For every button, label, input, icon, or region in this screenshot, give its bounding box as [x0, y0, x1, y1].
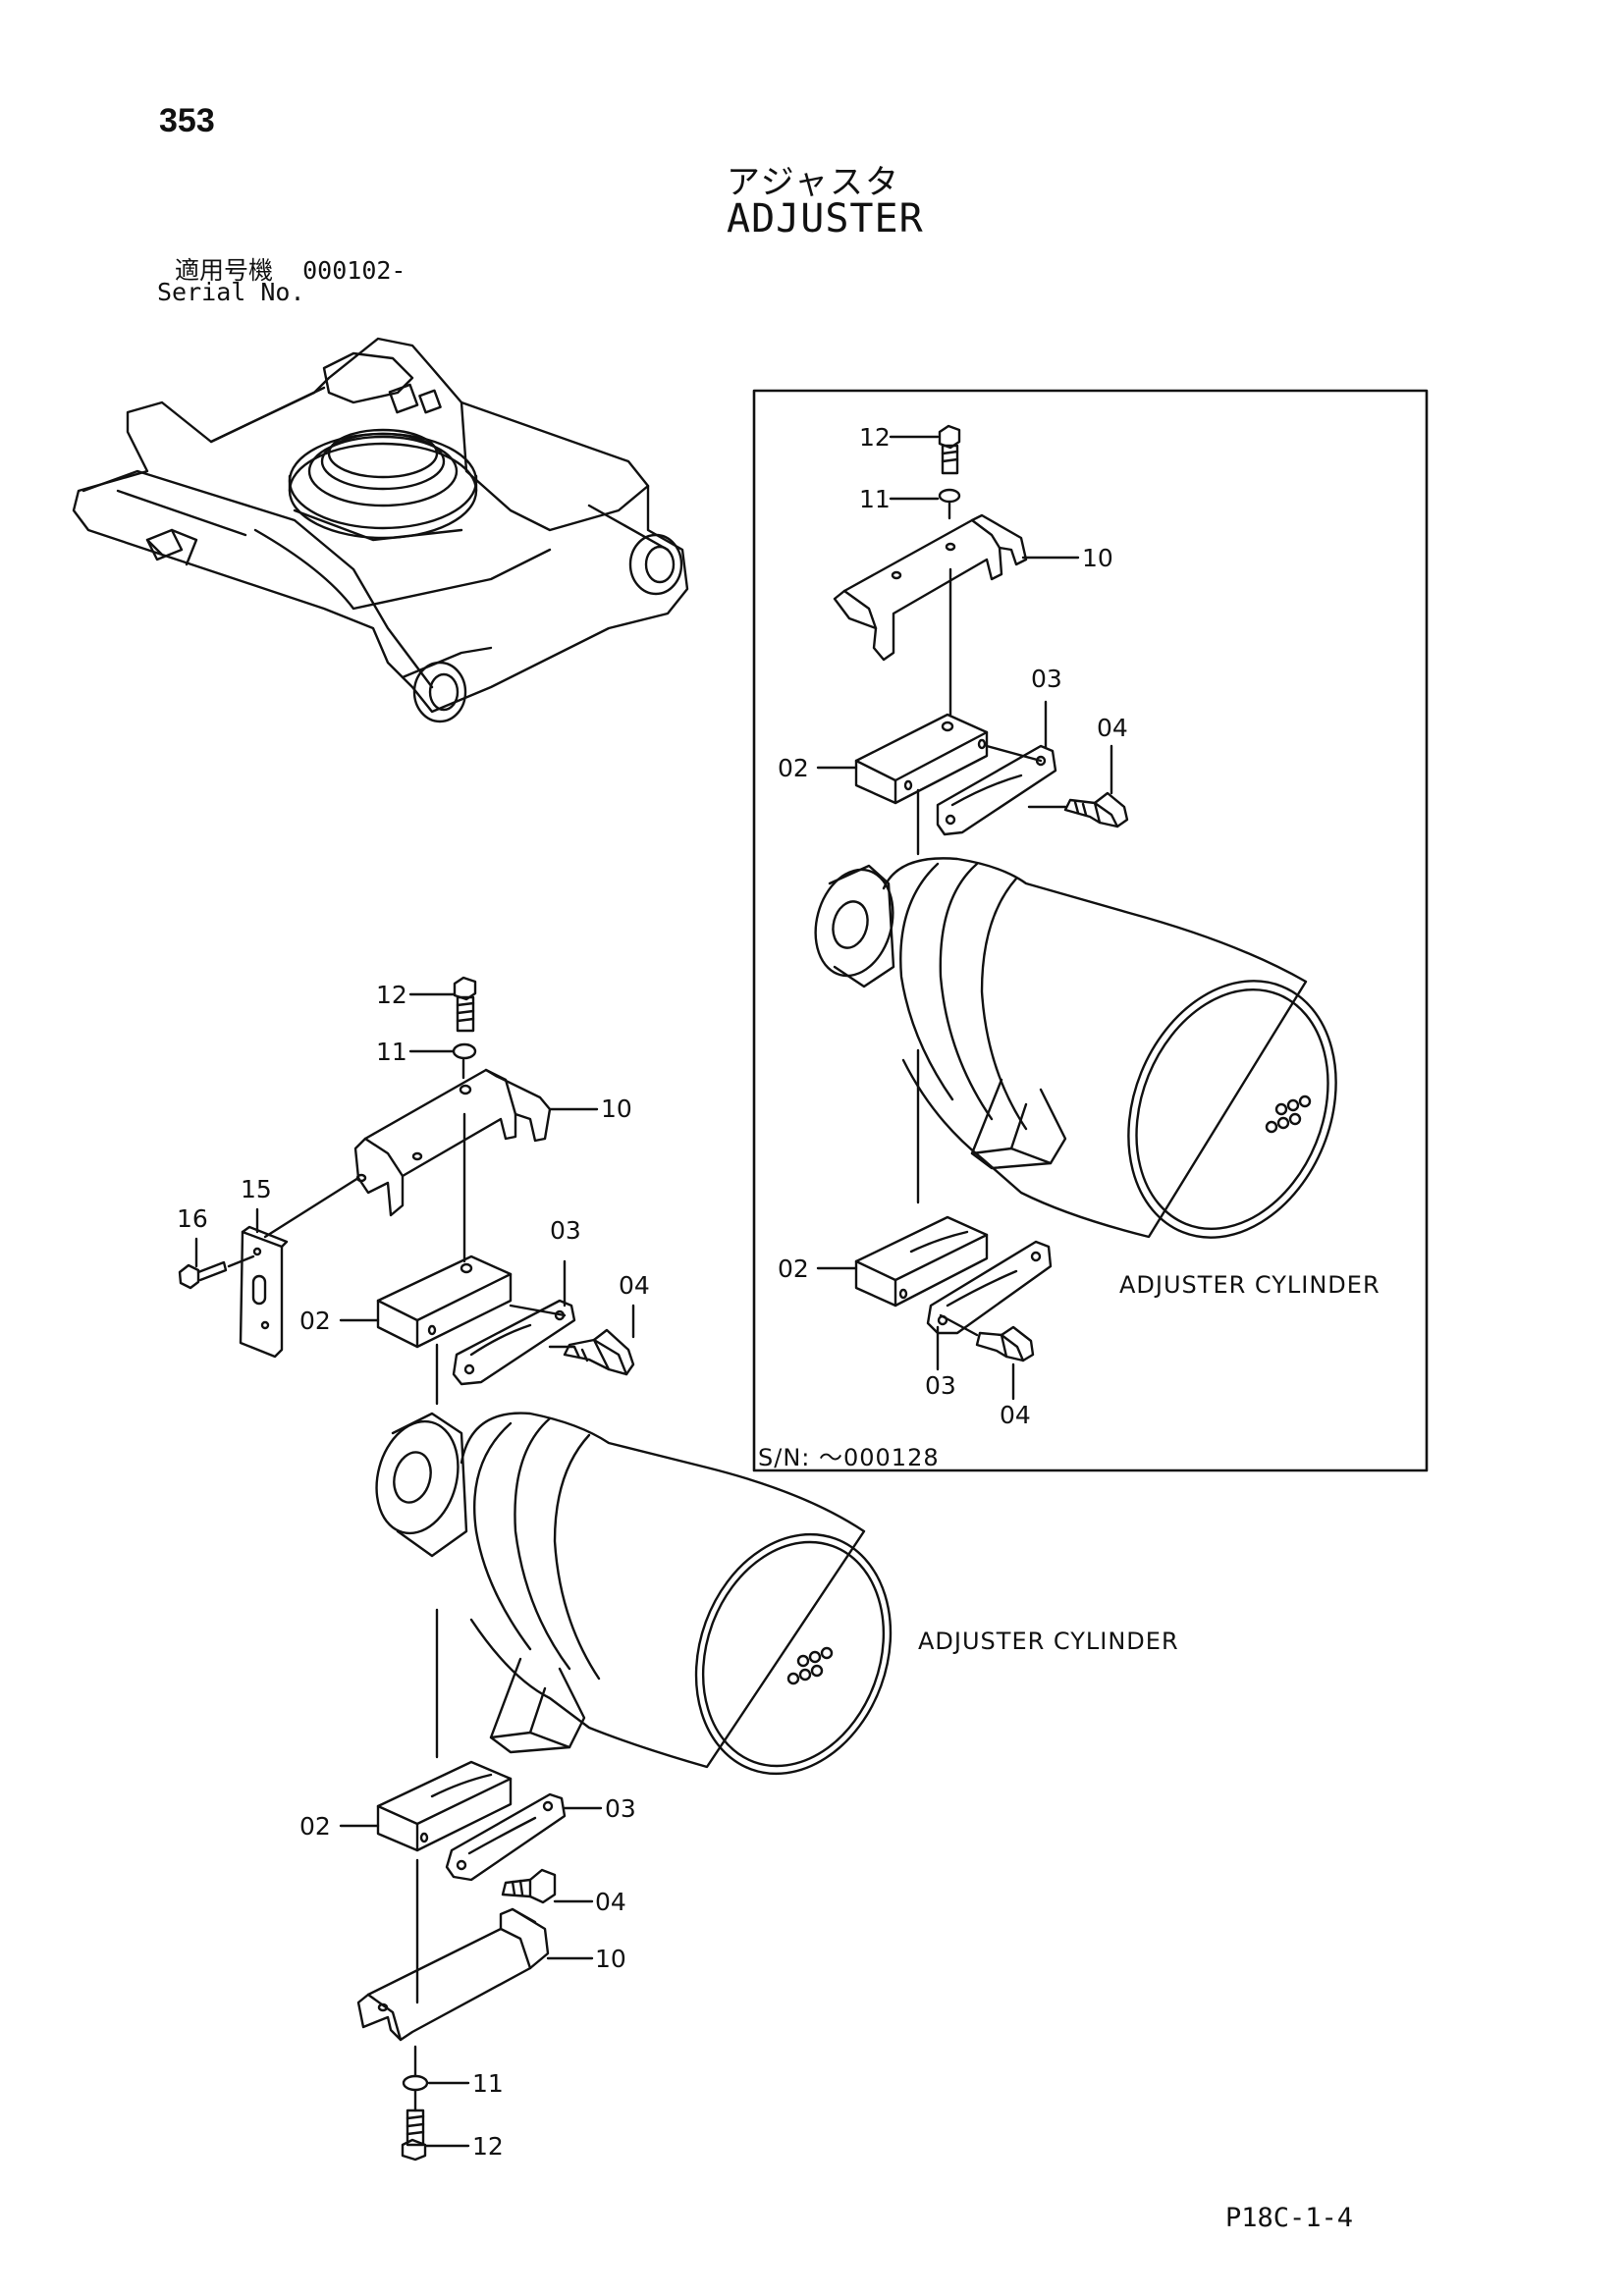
callout-11-bottom: 11	[472, 2069, 504, 2098]
callout-02-bottom: 02	[299, 1812, 331, 1841]
inset-cylinder-caption: ADJUSTER CYLINDER	[1119, 1271, 1380, 1299]
callout-04-bottom: 04	[595, 1888, 626, 1916]
bolt-12-bottom	[401, 2109, 427, 2162]
inset-callout-11: 11	[859, 485, 891, 513]
inset-clamp-02-upper	[854, 713, 989, 805]
plate-15	[239, 1225, 289, 1359]
inset-callout-10: 10	[1082, 544, 1113, 572]
bolt-12-top	[453, 976, 477, 1033]
inset-bolt-04-lower	[975, 1325, 1035, 1362]
adjuster-cylinder-main	[375, 1412, 893, 1776]
serial-range: 適用号機 000102-	[175, 251, 406, 287]
callout-12-bottom: 12	[472, 2132, 504, 2161]
washer-11-bottom	[402, 2074, 429, 2092]
bolt-04-lower	[501, 1868, 557, 1904]
inset-callout-03-bottom: 03	[925, 1371, 956, 1400]
inset-serial-note: S/N: ～000128	[758, 1444, 940, 1471]
callout-03-top: 03	[550, 1216, 581, 1245]
callout-11-top: 11	[376, 1038, 407, 1066]
bolt-04-upper	[563, 1328, 635, 1376]
inset-washer-11	[938, 488, 961, 504]
callout-10-top: 10	[601, 1095, 632, 1123]
serial-label-en: Serial No.	[157, 278, 305, 306]
clamp-02-lower	[376, 1760, 513, 1852]
callout-04-top: 04	[619, 1271, 650, 1300]
inset-callouts: 12 11 10 03 04 02 02 03 04 ADJUSTER CYLI…	[758, 423, 1380, 1471]
bracket-10-lower	[356, 1907, 550, 2042]
main-cylinder-caption: ADJUSTER CYLINDER	[918, 1628, 1179, 1655]
cap-03-lower	[445, 1792, 567, 1882]
inset-callout-12: 12	[859, 423, 891, 452]
cap-03-upper	[452, 1299, 576, 1386]
inset-clamp-02-lower	[854, 1215, 989, 1308]
page-number: 353	[159, 102, 215, 139]
inset-assembly-parts	[814, 424, 1337, 1401]
callout-12-top: 12	[376, 981, 407, 1009]
serial-value: 000102-	[302, 256, 406, 285]
inset-cap-03-upper	[936, 744, 1057, 836]
title-english: ADJUSTER	[727, 196, 924, 241]
main-assembly-parts	[178, 976, 893, 2162]
callout-15: 15	[241, 1175, 272, 1203]
bolt-16	[178, 1260, 228, 1290]
callout-16: 16	[177, 1204, 208, 1233]
inset-bolt-12	[938, 424, 961, 475]
callout-10-bottom: 10	[595, 1945, 626, 1973]
main-callouts: 12 11 10 15 16 03 04 02 02 03 04 10 11 1…	[177, 981, 1179, 2161]
inset-callout-02-bottom: 02	[778, 1255, 809, 1283]
inset-adjuster-cylinder	[814, 857, 1337, 1239]
inset-callout-02-top: 02	[778, 754, 809, 782]
inset-frame	[752, 389, 1429, 1472]
bracket-10-top	[353, 1068, 552, 1217]
callout-02-top: 02	[299, 1307, 331, 1335]
inset-callout-04-top: 04	[1097, 714, 1128, 742]
inset-bolt-04-upper	[1063, 791, 1129, 828]
serial-label-jp: 適用号機	[175, 256, 274, 285]
inset-callout-03-top: 03	[1031, 665, 1062, 693]
inset-bracket-10	[833, 513, 1028, 662]
callout-03-bottom: 03	[605, 1794, 636, 1823]
title-japanese: アジャスタ	[727, 163, 900, 202]
clamp-02-upper	[376, 1255, 513, 1349]
washer-11-top	[452, 1042, 477, 1060]
track-frame-illustration	[72, 337, 689, 723]
inset-callout-04-bottom: 04	[1000, 1401, 1031, 1429]
footer-code: P18C-1-4	[1225, 2203, 1354, 2233]
